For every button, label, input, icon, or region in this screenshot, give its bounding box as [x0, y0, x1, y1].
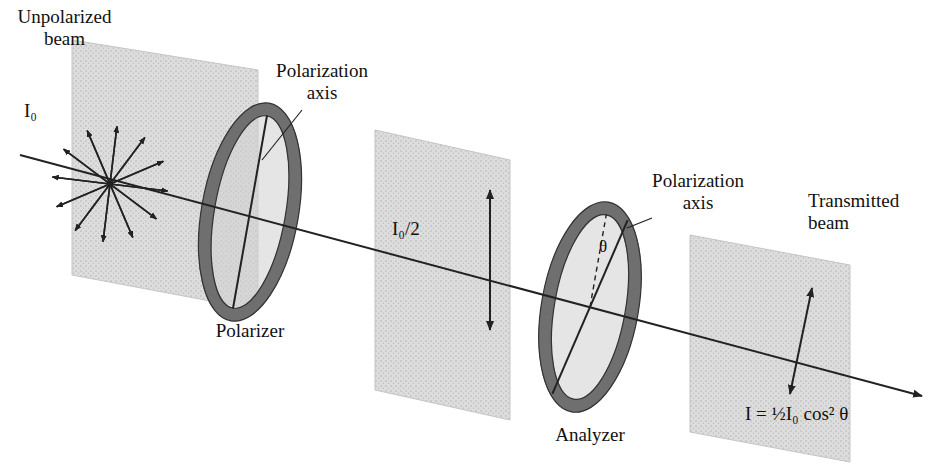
axis-label: Polarization axis — [648, 170, 748, 214]
intensity-formula: I = ½I₀ cos² θ — [745, 403, 895, 425]
part-name: Analyzer — [530, 424, 650, 446]
polarization-arrow — [489, 190, 491, 330]
frame-edge — [198, 110, 302, 314]
field-arrow — [57, 161, 164, 207]
screen-plane — [690, 235, 850, 462]
polarizer-frame — [191, 102, 310, 321]
beam-label: Transmitted beam — [808, 190, 932, 234]
leader-line — [262, 110, 302, 160]
polarizer-ring — [183, 95, 317, 329]
axis-label: Polarization axis — [272, 60, 372, 104]
polarization-arrow — [790, 288, 812, 394]
screen-plane — [375, 130, 510, 420]
intensity-label: I₀ — [24, 100, 64, 122]
beam-label: Unpolarized beam — [2, 6, 127, 50]
unpolarized-arrows — [52, 126, 167, 241]
intensity-label: I₀/2 — [392, 218, 462, 240]
light-beam — [20, 155, 922, 396]
field-arrow — [57, 161, 164, 207]
leader-line — [627, 218, 652, 228]
angle-symbol: θ — [599, 236, 613, 258]
part-name: Polarizer — [190, 320, 310, 342]
polarization-axis-line — [233, 115, 267, 308]
frame-edge — [183, 95, 317, 329]
reference-dashed-line — [590, 214, 606, 307]
